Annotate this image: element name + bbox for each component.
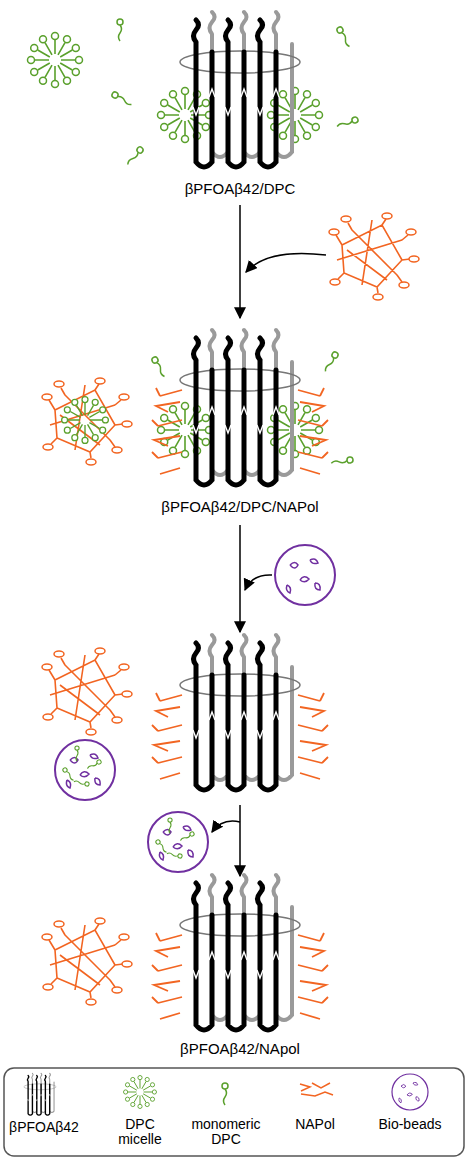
legend-label: βPFOAβ42 <box>4 1120 84 1135</box>
legend-box <box>4 1068 464 1156</box>
stage-3 <box>42 635 328 800</box>
legend-label: NAPol <box>280 1117 350 1132</box>
stage-2 <box>42 330 353 485</box>
stage-label: βPFOAβ42/DPC/NAPol <box>161 498 318 515</box>
stage-1 <box>28 12 359 167</box>
legend-label: monomeric DPC <box>184 1117 268 1148</box>
legend-label: Bio-beads <box>370 1117 450 1132</box>
stage-4 <box>42 875 328 1030</box>
stage-label: βPFOAβ42/NApol <box>180 1040 300 1057</box>
legend-label: DPC micelle <box>107 1117 173 1148</box>
stage-label: βPFOAβ42/DPC <box>185 180 296 197</box>
